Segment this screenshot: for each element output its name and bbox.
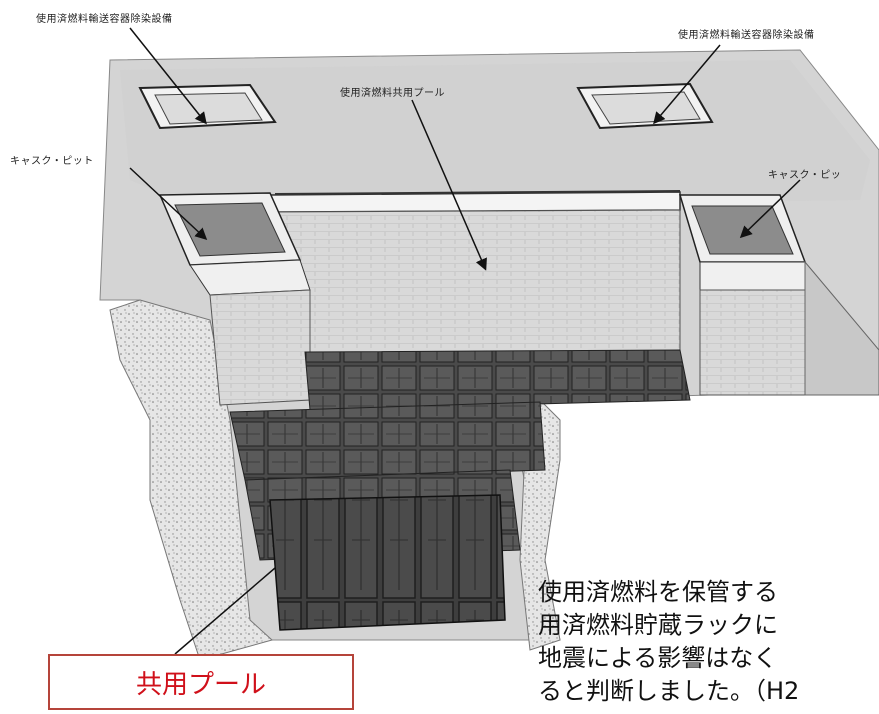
explanation-line-2: 用済燃料貯蔵ラックに xyxy=(538,611,778,639)
label-cask-pit-left: キャスク・ピット xyxy=(10,156,94,167)
explanation-line-3: 地震による影響はなく xyxy=(538,644,778,672)
common-pool-callout-label: 共用プール xyxy=(135,670,266,700)
common-pool-callout: 共用プール xyxy=(48,654,354,710)
label-decontam-left: 使用済燃料輸送容器除染設備 xyxy=(36,14,173,25)
label-common-pool: 使用済燃料共用プール xyxy=(340,88,445,99)
explanation-line-4: ると判断しました。（H2 xyxy=(538,677,800,705)
decontam-pit-left xyxy=(138,83,277,130)
decontam-pit-right xyxy=(576,82,714,130)
label-decontam-right: 使用済燃料輸送容器除染設備 xyxy=(678,30,815,41)
storage-rack-front xyxy=(244,469,521,631)
storage-rack-middle xyxy=(229,401,546,481)
explanation-text: 使用済燃料を保管する 用済燃料貯蔵ラックに 地震による影響はなく ると判断しまし… xyxy=(538,576,879,714)
common-pool xyxy=(268,190,681,366)
explanation-line-1: 使用済燃料を保管する xyxy=(538,578,778,606)
leader-lines xyxy=(129,27,801,655)
label-cask-pit-right: キャスク・ピッ xyxy=(768,170,842,181)
storage-rack-upper xyxy=(304,349,691,411)
